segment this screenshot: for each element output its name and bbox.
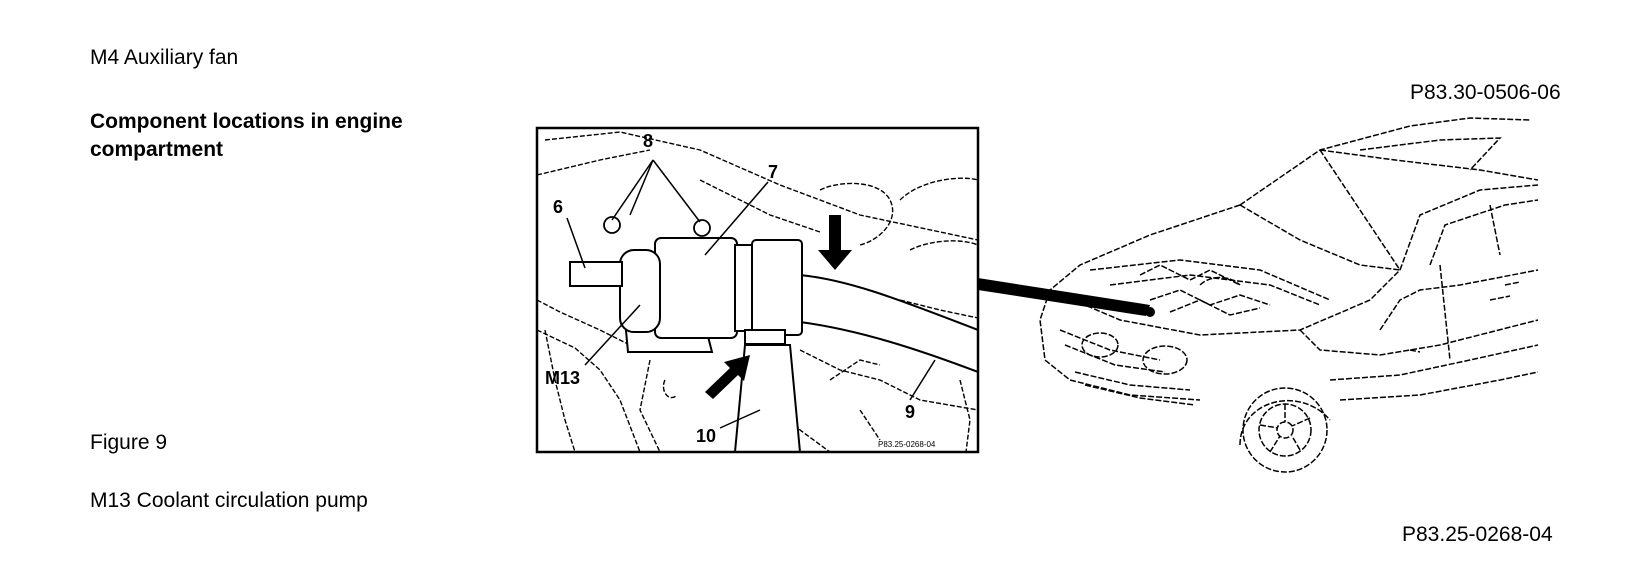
detail-view: 8 7 6 M13 9 10 P83.25-0268-04 (535, 126, 980, 454)
bottom-reference: P83.25-0268-04 (1402, 523, 1553, 546)
detail-pointer (978, 278, 1150, 316)
callout-8: 8 (643, 131, 653, 151)
callout-7: 7 (768, 162, 778, 182)
page-heading: Component locations in engine compartmen… (90, 110, 403, 161)
callout-10: 10 (696, 426, 716, 446)
callout-6: 6 (553, 197, 563, 217)
bottom-caption: M13 Coolant circulation pump (90, 489, 368, 512)
top-reference: P83.30-0506-06 (1410, 81, 1561, 104)
figure-label: Figure 9 (90, 431, 168, 454)
car-illustration (1039, 117, 1539, 473)
callout-m13: M13 (545, 368, 580, 388)
callout-9: 9 (905, 402, 915, 422)
detail-small-reference: P83.25-0268-04 (878, 440, 936, 449)
top-caption: M4 Auxiliary fan (90, 46, 239, 69)
